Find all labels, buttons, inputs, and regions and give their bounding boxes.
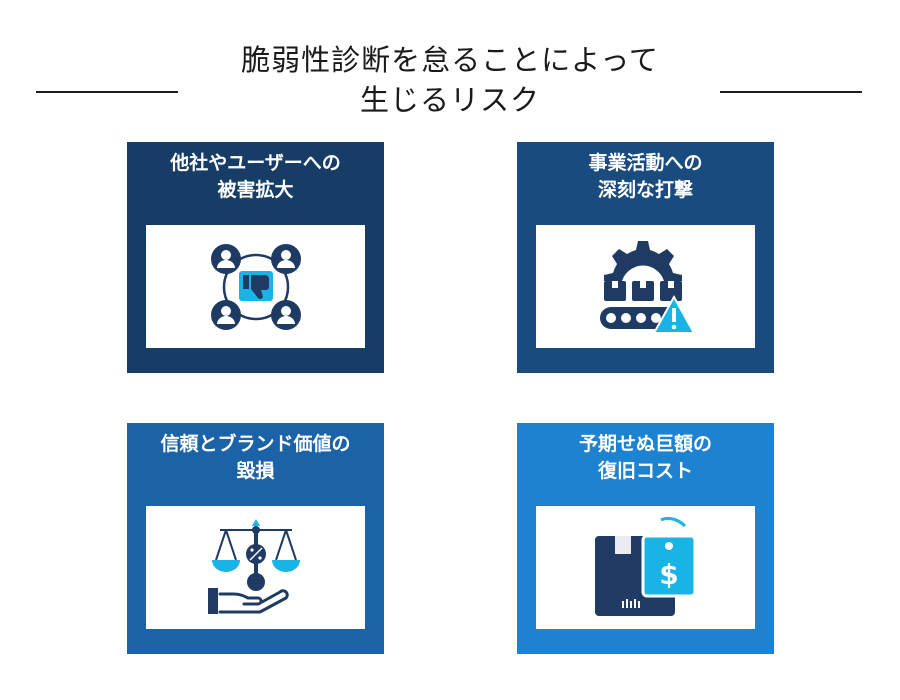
header-divider-right (720, 91, 862, 93)
hand-balance-scale-icon (207, 518, 300, 614)
header-divider-left (36, 91, 178, 93)
risk-card-recovery-cost: 予期せぬ巨額の 復旧コスト $ (517, 423, 774, 654)
icon-panel: $ (536, 506, 755, 629)
card-title-line2: 深刻な打撃 (597, 179, 693, 201)
risk-card-damage-spread: 他社やユーザーへの 被害拡大 (127, 142, 384, 373)
page-title-line1: 脆弱性診断を怠ることによって (241, 43, 659, 77)
icon-panel (146, 225, 365, 348)
box-dollar-tag-icon: $ (594, 516, 696, 616)
icon-panel (536, 225, 755, 348)
card-title-line1: 予期せぬ巨額の (578, 433, 712, 455)
risk-card-brand-damage: 信頼とブランド価値の 毀損 (127, 423, 384, 654)
card-title-line1: 信頼とブランド価値の (160, 433, 351, 455)
people-thumbs-down-icon (210, 243, 301, 330)
card-title-line2: 毀損 (236, 460, 275, 482)
card-title: 他社やユーザーへの 被害拡大 (127, 150, 384, 204)
page-title: 脆弱性診断を怠ることによって 生じるリスク (190, 40, 710, 120)
svg-text:$: $ (659, 558, 678, 591)
card-title: 予期せぬ巨額の 復旧コスト (517, 431, 774, 485)
card-title-line1: 事業活動への (588, 152, 703, 174)
card-title: 事業活動への 深刻な打撃 (517, 150, 774, 204)
card-title-line2: 被害拡大 (217, 179, 294, 201)
card-title-line2: 復旧コスト (597, 460, 693, 482)
card-title-line1: 他社やユーザーへの (170, 152, 341, 174)
page-title-line2: 生じるリスク (359, 83, 540, 117)
card-title: 信頼とブランド価値の 毀損 (127, 431, 384, 485)
risk-card-business-impact: 事業活動への 深刻な打撃 (517, 142, 774, 373)
gear-conveyor-warning-icon (599, 240, 696, 334)
icon-panel (146, 506, 365, 629)
